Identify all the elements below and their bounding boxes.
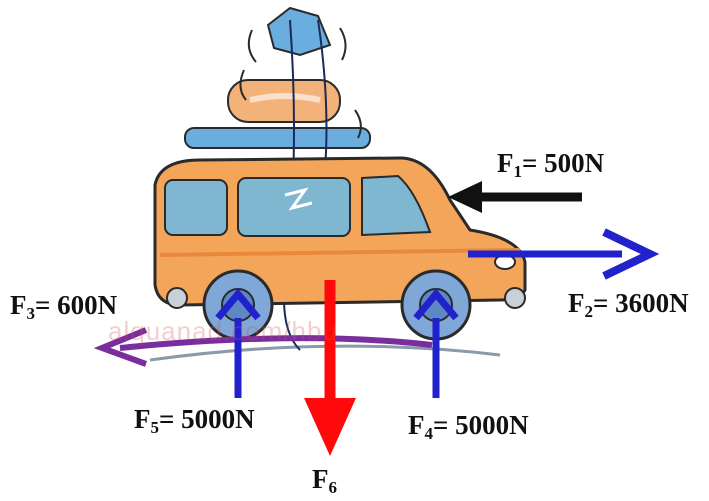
label-f3: F3= 600N: [10, 290, 118, 323]
label-f6-sub: 6: [328, 478, 338, 497]
motion-lines-right: [339, 27, 362, 139]
arrow-f1-head: [448, 181, 482, 213]
window-rear: [164, 179, 228, 236]
tie-rope-2: [317, 19, 328, 171]
arrow-f3-head: [93, 327, 148, 367]
window-front: [361, 174, 432, 237]
label-f3-sub: 3: [26, 304, 36, 323]
watermark: alquanad.com/hbu: [108, 316, 338, 346]
label-f2-value: = 3600N: [593, 288, 689, 318]
force-arrows: [93, 181, 660, 456]
label-f4-value: = 5000N: [433, 410, 529, 440]
label-f1-sub: 1: [513, 162, 523, 181]
arrow-f6-head: [304, 398, 356, 456]
label-f4-name: F: [408, 410, 425, 440]
luggage-bag: [227, 79, 341, 123]
arrow-f3-shaft: [119, 335, 433, 351]
label-f1-value: = 500N: [522, 148, 605, 178]
roof-rack: [184, 127, 371, 149]
label-f1-name: F: [497, 148, 514, 178]
rear-bumper: [166, 287, 188, 309]
luggage-bag-highlight: [249, 93, 321, 103]
arrow-f4-head: [413, 288, 459, 321]
label-f2-sub: 2: [584, 302, 594, 321]
label-f2-name: F: [568, 288, 585, 318]
label-f4: F4= 5000N: [408, 410, 529, 443]
van-lower-stripe: [159, 248, 521, 257]
label-f2: F2= 3600N: [568, 288, 689, 321]
label-f5: F5= 5000N: [134, 404, 255, 437]
label-f5-value: = 5000N: [159, 404, 255, 434]
label-f3-name: F: [10, 290, 27, 320]
label-f5-sub: 5: [150, 418, 160, 437]
van: [153, 156, 527, 341]
label-f6-name: F: [312, 464, 329, 494]
motion-lines-left: [239, 29, 257, 101]
label-f3-value: = 600N: [35, 290, 118, 320]
arrow-f2-head: [602, 228, 660, 280]
window-glare: [284, 187, 313, 211]
front-bumper: [504, 287, 526, 309]
label-f5-name: F: [134, 404, 151, 434]
luggage-top-bag: [266, 6, 332, 57]
label-f1: F1= 500N: [497, 148, 605, 181]
arrow-f5-head: [215, 288, 261, 321]
roof-luggage: [184, 6, 371, 351]
label-f6: F6: [312, 464, 338, 497]
label-f4-sub: 4: [424, 424, 434, 443]
